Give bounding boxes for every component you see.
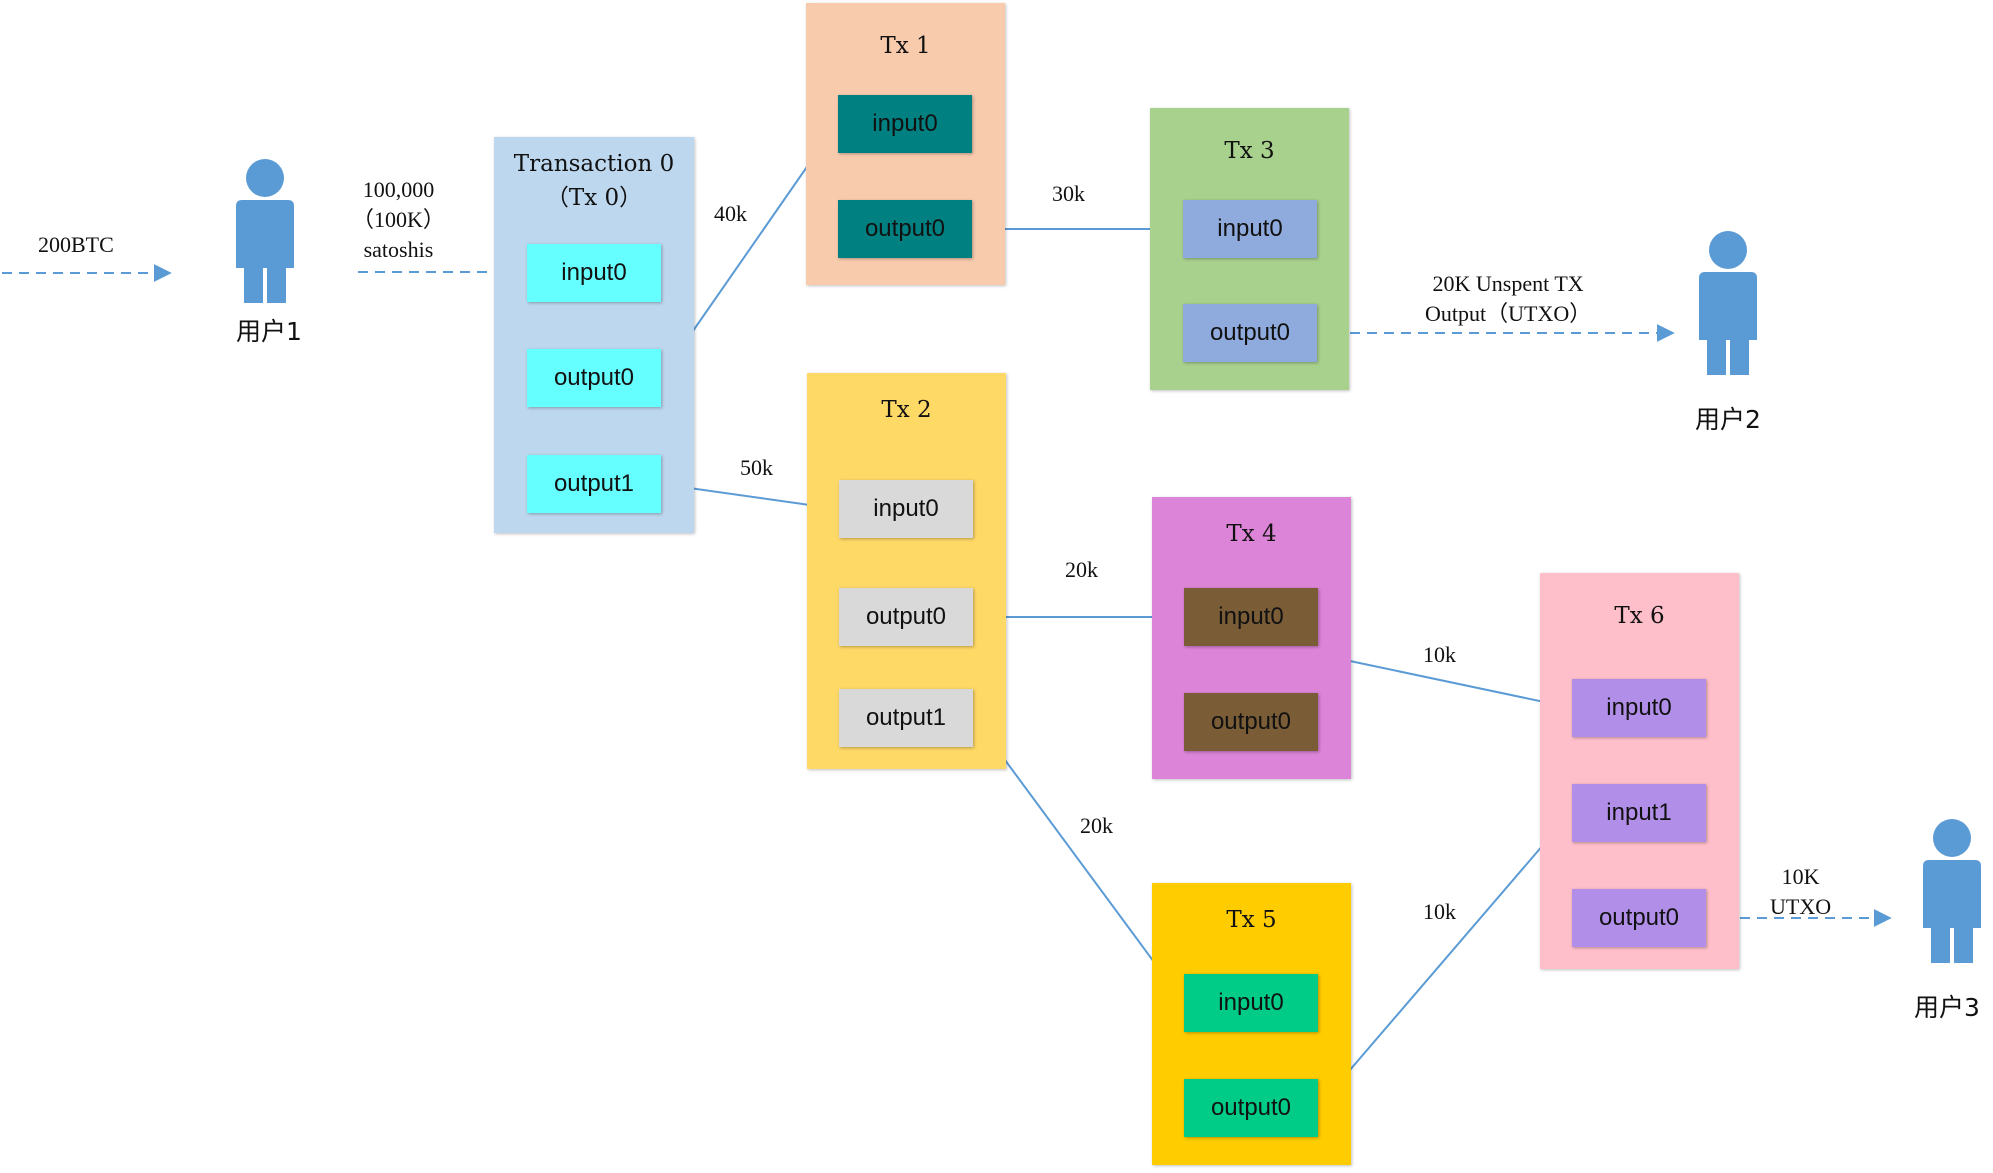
user1-label: 用户1 xyxy=(236,317,302,346)
user2-person-icon xyxy=(1699,231,1757,375)
amount-50k-label: 50k xyxy=(740,455,773,480)
user2-label: 用户2 xyxy=(1695,405,1761,434)
amount-40k-label: 40k xyxy=(714,201,747,226)
utxo-user2-label: 20K Unspent TX Output（UTXO） xyxy=(1425,271,1592,326)
initial-amount-label: 100,000 （100K） satoshis xyxy=(352,177,445,262)
tx1-title: Tx 1 xyxy=(880,33,931,59)
tx5-title: Tx 5 xyxy=(1226,907,1277,933)
tx5-output0-to-tx6-arrow xyxy=(1318,814,1570,1107)
tx1-input0: input0 xyxy=(838,95,972,153)
tx2-title: Tx 2 xyxy=(881,397,932,423)
btc-label: 200BTC xyxy=(38,232,114,257)
tx0-output1: output1 xyxy=(527,455,661,513)
tx4-box: Tx 4 input0 output0 xyxy=(1152,497,1351,779)
tx4-title: Tx 4 xyxy=(1226,521,1277,547)
tx4-input0: input0 xyxy=(1184,588,1318,646)
tx6-output0: output0 xyxy=(1572,889,1706,947)
tx0-box: Transaction 0 （Tx 0） input0 output0 outp… xyxy=(494,137,694,533)
amount-20k-tx4-label: 20k xyxy=(1065,557,1098,582)
tx0-output0: output0 xyxy=(527,349,661,407)
tx3-output0: output0 xyxy=(1183,304,1317,362)
tx2-output1: output1 xyxy=(839,689,973,747)
tx6-input1: input1 xyxy=(1572,784,1706,842)
user1-person-icon xyxy=(236,159,294,303)
tx2-input0: input0 xyxy=(839,480,973,538)
tx5-input0: input0 xyxy=(1184,974,1318,1032)
tx5-box: Tx 5 input0 output0 xyxy=(1152,883,1351,1165)
tx3-input0: input0 xyxy=(1183,200,1317,258)
tx4-output0: output0 xyxy=(1184,693,1318,751)
user3-label: 用户3 xyxy=(1914,993,1980,1022)
tx2-output1-to-tx5-arrow xyxy=(973,717,1184,1002)
tx2-box: Tx 2 input0 output0 output1 xyxy=(807,373,1006,769)
tx2-output0: output0 xyxy=(839,588,973,646)
tx6-input0: input0 xyxy=(1572,679,1706,737)
user3-person-icon xyxy=(1923,819,1981,963)
tx3-title: Tx 3 xyxy=(1224,138,1275,164)
tx6-box: Tx 6 input0 input1 output0 xyxy=(1540,573,1739,969)
tx0-title: Transaction 0 （Tx 0） xyxy=(513,151,675,211)
amount-30k-label: 30k xyxy=(1052,181,1085,206)
tx4-to-tx6-arrow xyxy=(1349,660,1570,713)
tx0-input0: input0 xyxy=(527,244,661,302)
tx1-box: Tx 1 input0 output0 xyxy=(806,3,1005,285)
amount-20k-tx5-label: 20k xyxy=(1080,813,1113,838)
utxo-user3-label: 10K UTXO xyxy=(1770,864,1832,919)
tx1-output0: output0 xyxy=(838,200,972,258)
tx6-title: Tx 6 xyxy=(1614,603,1665,629)
tx3-box: Tx 3 input0 output0 xyxy=(1150,108,1349,390)
tx5-output0: output0 xyxy=(1184,1079,1318,1137)
amount-10k-tx5-label: 10k xyxy=(1423,899,1456,924)
amount-10k-tx4-label: 10k xyxy=(1423,642,1456,667)
